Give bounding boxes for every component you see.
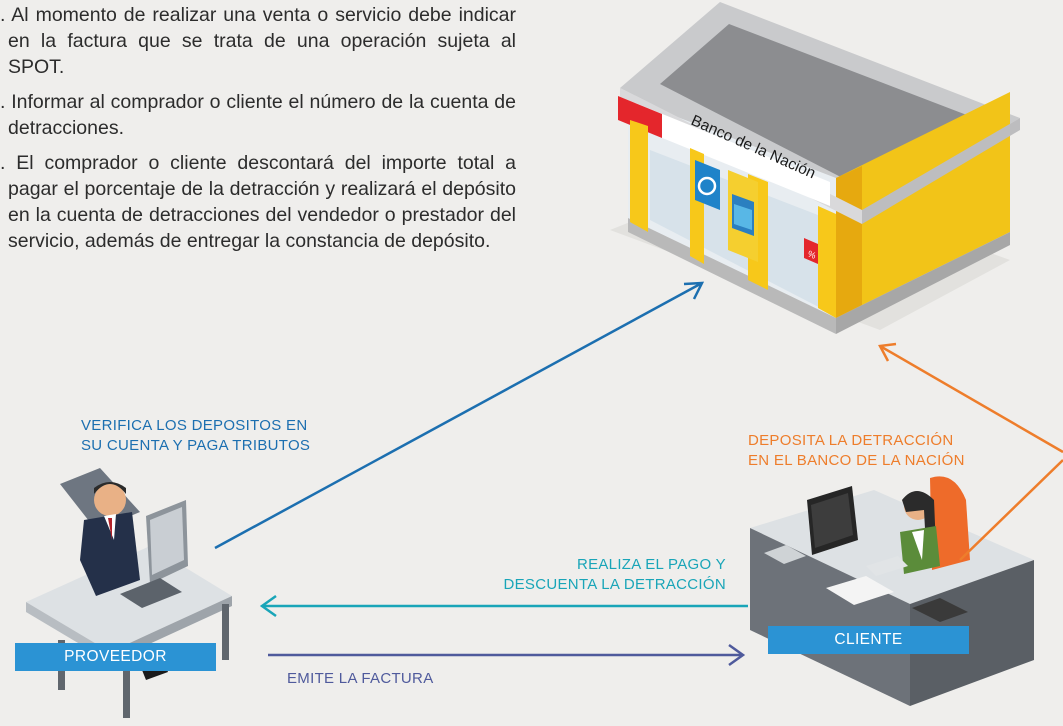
- label-verifica: VERIFICA LOS DEPOSITOS EN SU CUENTA Y PA…: [81, 416, 310, 456]
- client-illustration: [750, 476, 1034, 706]
- step-2-index: .: [0, 91, 6, 113]
- provider-tag: PROVEEDOR: [15, 643, 216, 671]
- label-realiza: REALIZA EL PAGO Y DESCUENTA LA DETRACCIÓ…: [480, 555, 726, 595]
- percent-badge-text: %: [806, 249, 817, 261]
- label-realiza-line-1: REALIZA EL PAGO Y: [576, 556, 726, 573]
- percent-badge: [804, 238, 818, 264]
- label-emite: EMITE LA FACTURA: [287, 670, 434, 687]
- arrow-deposita: [878, 342, 1063, 561]
- step-1: . Al momento de realizar una venta o ser…: [0, 2, 516, 80]
- step-3: . El comprador o cliente descontará del …: [0, 150, 516, 254]
- step-3-index: .: [0, 152, 6, 174]
- arrow-verifica: [214, 281, 705, 550]
- step-2: . Informar al comprador o cliente el núm…: [0, 89, 516, 141]
- label-verifica-line-1: VERIFICA LOS DEPOSITOS EN: [81, 417, 308, 434]
- client-tag: CLIENTE: [768, 626, 969, 654]
- label-verifica-line-2: SU CUENTA Y PAGA TRIBUTOS: [81, 437, 311, 454]
- label-realiza-line-2: DESCUENTA LA DETRACCIÓN: [503, 576, 726, 593]
- step-2-text: Informar al comprador o cliente el númer…: [8, 91, 517, 139]
- step-3-text: El comprador o cliente descontará del im…: [8, 152, 516, 252]
- bank-building-illustration: [610, 2, 1020, 334]
- label-deposita: DEPOSITA LA DETRACCIÓN EN EL BANCO DE LA…: [748, 431, 965, 471]
- step-1-text: Al momento de realizar una venta o servi…: [8, 4, 517, 78]
- label-deposita-line-2: EN EL BANCO DE LA NACIÓN: [748, 452, 965, 469]
- arrow-realiza: [259, 594, 748, 618]
- arrow-emite: [268, 643, 746, 667]
- step-1-index: .: [0, 4, 6, 26]
- steps-list: . Al momento de realizar una venta o ser…: [0, 2, 516, 263]
- label-deposita-line-1: DEPOSITA LA DETRACCIÓN: [748, 432, 954, 449]
- provider-illustration: [26, 468, 232, 718]
